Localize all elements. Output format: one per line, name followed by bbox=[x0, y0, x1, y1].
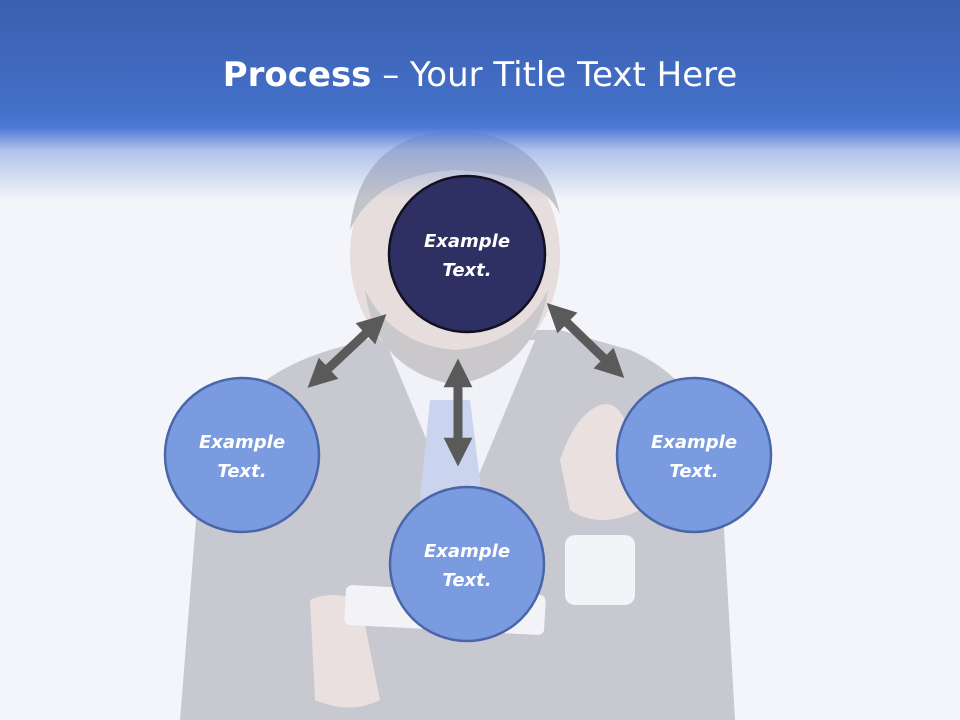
process-node-top: Example Text. bbox=[387, 174, 547, 334]
process-node-right: Example Text. bbox=[615, 376, 773, 534]
title-bold: Process bbox=[222, 55, 372, 95]
node-label-line2: Text. bbox=[669, 461, 718, 482]
title-text: – Your Title Text Here bbox=[371, 55, 738, 95]
node-circle bbox=[163, 376, 321, 534]
node-label-line2: Text. bbox=[442, 570, 491, 591]
node-label-line1: Example bbox=[199, 432, 285, 453]
arrow-top-right bbox=[546, 302, 625, 379]
node-label-line1: Example bbox=[424, 231, 510, 252]
node-label-line2: Text. bbox=[442, 260, 491, 281]
node-circle bbox=[388, 485, 546, 643]
process-node-bottom: Example Text. bbox=[388, 485, 546, 643]
node-circle bbox=[387, 174, 547, 334]
node-label-line1: Example bbox=[651, 432, 737, 453]
node-label-line1: Example bbox=[424, 541, 510, 562]
process-node-left: Example Text. bbox=[163, 376, 321, 534]
node-label-line2: Text. bbox=[217, 461, 266, 482]
title-band bbox=[0, 0, 960, 200]
arrow-top-left bbox=[307, 314, 387, 388]
node-circle bbox=[615, 376, 773, 534]
slide-title: Process – Your Title Text Here bbox=[0, 52, 960, 98]
